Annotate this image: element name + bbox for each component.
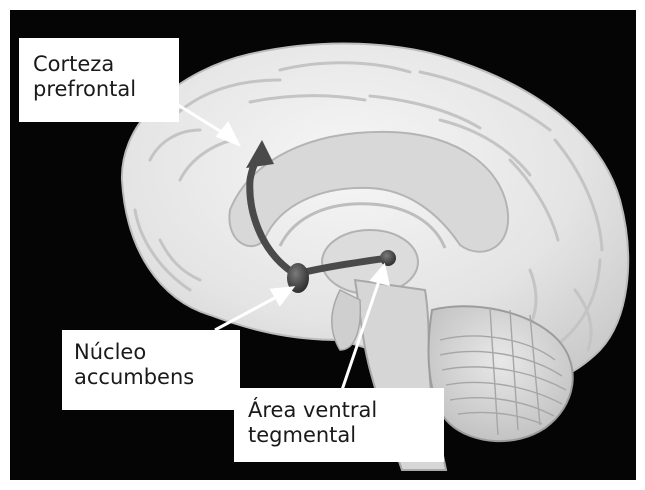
label-prefrontal-cortex: Corteza prefrontal [19, 38, 179, 122]
label-nucleus-accumbens-line1: Núcleo [74, 340, 228, 365]
label-vta-line2: tegmental [248, 423, 432, 448]
label-vta-line1: Área ventral [248, 398, 432, 423]
brain-diagram: Corteza prefrontal Núcleo accumbens Área… [10, 10, 636, 480]
vta-node [380, 250, 396, 266]
label-prefrontal-cortex-line1: Corteza [33, 52, 167, 77]
label-prefrontal-cortex-line2: prefrontal [33, 77, 167, 102]
label-nucleus-accumbens-line2: accumbens [74, 365, 228, 390]
label-nucleus-accumbens: Núcleo accumbens [62, 330, 240, 410]
label-ventral-tegmental-area: Área ventral tegmental [234, 388, 444, 462]
